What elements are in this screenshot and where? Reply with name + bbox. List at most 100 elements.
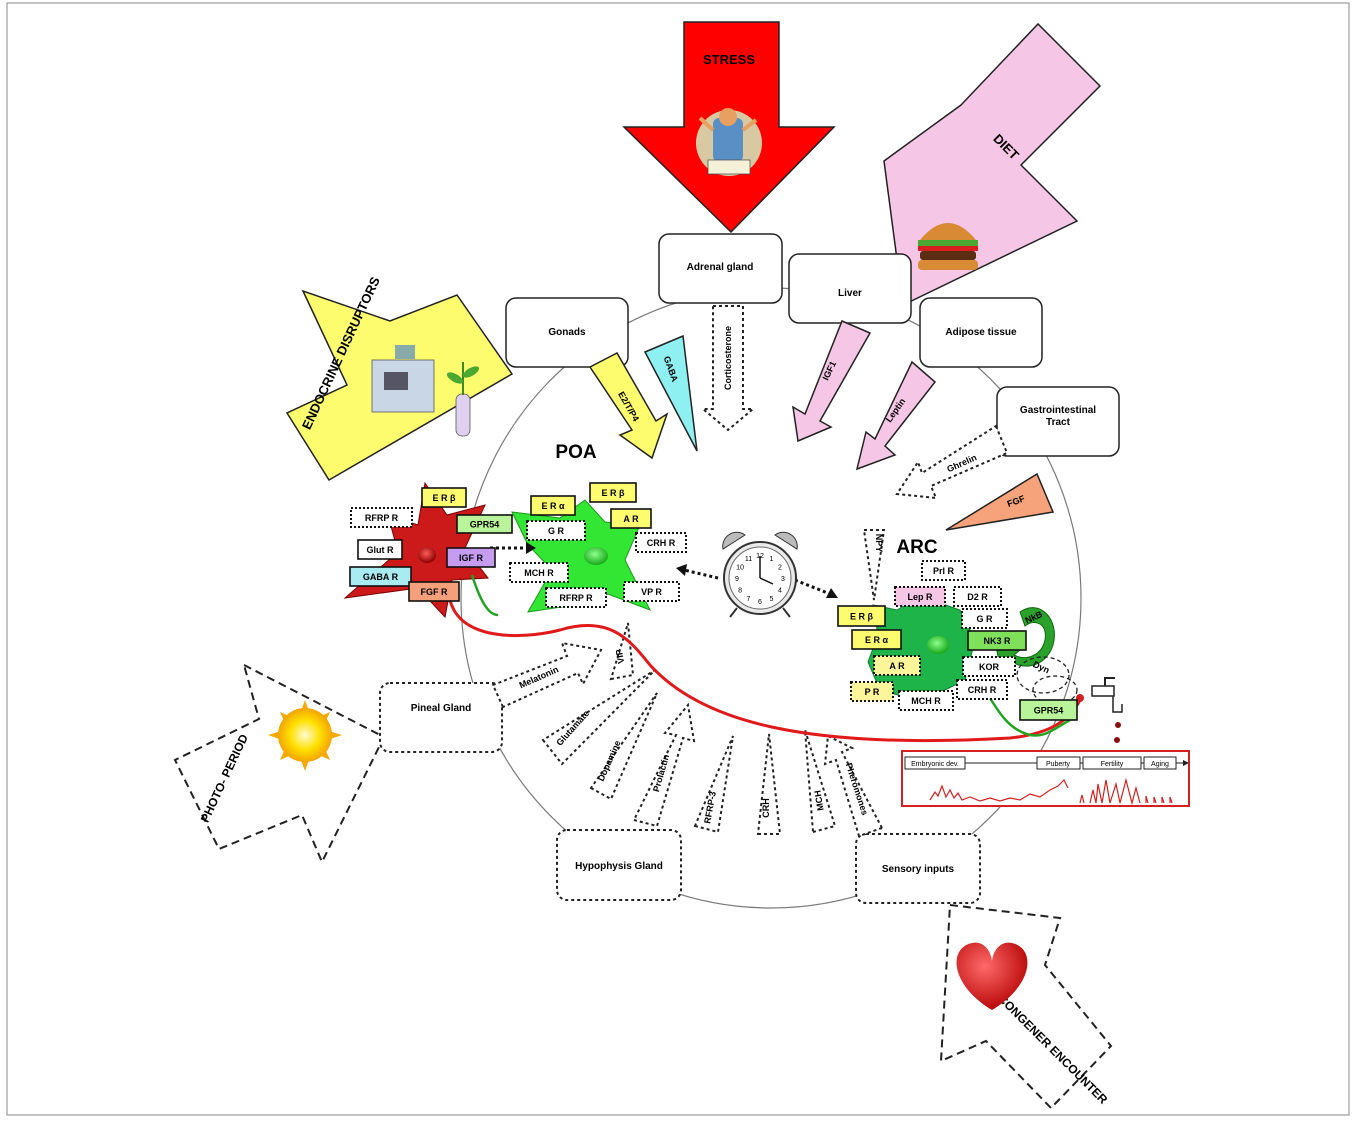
plant-in-flask-icon — [446, 362, 480, 437]
svg-text:Dyn: Dyn — [1031, 659, 1051, 675]
svg-text:Fertility: Fertility — [1101, 761, 1124, 768]
svg-text:Liver: Liver — [838, 288, 862, 299]
receptor-arc-receptors-lep-r: Lep R — [894, 586, 946, 607]
receptor-kiss-poa-receptors-er-alpha: E R α — [530, 495, 576, 516]
receptor-label: MCH R — [524, 568, 554, 578]
receptor-label: NK3 R — [983, 636, 1011, 646]
receptor-kiss-poa-receptors-er-beta-1: E R β — [421, 487, 467, 508]
receptor-label: E R α — [541, 501, 565, 511]
nkb-curved-arrow: NkB — [994, 607, 1055, 670]
receptor-arc-receptors-gr: G R — [961, 608, 1008, 629]
svg-text:Adrenal gland: Adrenal gland — [687, 262, 754, 273]
poa-nucleus — [584, 547, 608, 565]
clock-number: 8 — [738, 588, 742, 595]
glutamate-wedge: Glutamate — [541, 669, 656, 766]
timeline-puberty: Puberty — [1036, 756, 1081, 770]
timeline-embryonic: Embryonic dev. — [904, 756, 966, 770]
sun-icon — [268, 700, 342, 771]
timeline-aging: Aging — [1143, 756, 1177, 770]
congener-encounter-arrow: CONGENER ENCOUNTER — [939, 903, 1113, 1110]
receptor-label: GABA R — [363, 572, 399, 582]
organ-adrenal-gland: Adrenal gland — [658, 233, 783, 304]
stress-label: STRESS — [703, 52, 755, 67]
fgf-wedge: FGF — [945, 472, 1055, 531]
receptor-label: E R β — [850, 612, 874, 622]
receptor-label: IGF R — [459, 553, 483, 563]
receptor-label: CRH R — [647, 538, 676, 548]
receptor-label: E R β — [602, 488, 626, 498]
rfrp3-wedge: RFRP-3 — [693, 735, 734, 834]
receptor-arc-receptors-mch-r: MCH R — [898, 690, 954, 711]
receptor-gnrh-receptors-gaba-r: GABA R — [349, 566, 412, 587]
svg-text:MCH: MCH — [812, 790, 825, 812]
receptor-arc-receptors-kor: KOR — [962, 656, 1016, 677]
organ-gastrointestinal-tract: Gastrointestinal Tract — [996, 386, 1120, 457]
svg-text:NPY: NPY — [874, 534, 884, 553]
receptor-arc-receptors-pr: P R — [850, 681, 894, 702]
organ-liver: Liver — [788, 253, 912, 324]
crh-wedge: CRH — [756, 733, 782, 835]
receptor-arc-receptors-prl-r: Prl R — [921, 560, 966, 581]
faucet-icon — [1076, 677, 1123, 743]
clock-number: 7 — [747, 596, 751, 603]
svg-text:Puberty: Puberty — [1046, 761, 1071, 768]
receptor-kiss-poa-receptors-rfrp-r: RFRP R — [545, 587, 607, 608]
igf1-arrow: IGF1 — [792, 320, 872, 443]
receptor-label: E R α — [865, 635, 889, 645]
arc-label: ARC — [896, 537, 937, 558]
receptor-label: A R — [889, 661, 905, 671]
receptor-label: KOR — [979, 662, 1000, 672]
timeline-fertility: Fertility — [1082, 756, 1142, 770]
heart-icon — [956, 942, 1028, 1010]
svg-text:Hypophysis Gland: Hypophysis Gland — [575, 861, 663, 872]
receptor-kiss-poa-receptors-crh-r: CRH R — [635, 532, 687, 553]
receptor-gnrh-receptors-fgf-r: FGF R — [408, 581, 460, 602]
receptor-label: E R β — [433, 493, 457, 503]
receptor-arc-receptors-gpr54: GPR54 — [1019, 699, 1078, 721]
gnrh-green-dendrite — [470, 574, 499, 617]
gi-label-line2: Tract — [1046, 417, 1071, 428]
receptor-kiss-poa-receptors-gr: G R — [526, 520, 586, 541]
receptor-label: G R — [548, 526, 565, 536]
stressed-person-icon — [696, 108, 762, 176]
leptin-arrow: Leptin — [855, 360, 937, 471]
organ-sensory-inputs: Sensory inputs — [855, 833, 981, 904]
pheromones-arrow: Pheromones — [823, 734, 884, 838]
receptor-label: GPR54 — [470, 520, 500, 530]
receptor-arc-receptors-d2-r: D2 R — [953, 586, 1002, 607]
corticosterone-arrow: Corticosterone — [700, 305, 756, 432]
organ-pineal-gland: Pineal Gland — [379, 682, 503, 753]
receptor-kiss-poa-receptors-vp-r: VP R — [623, 581, 680, 602]
gaba-wedge: GABA — [643, 334, 698, 452]
receptor-kiss-poa-receptors-mch-r: MCH R — [509, 562, 569, 583]
receptor-arc-receptors-er-alpha: E R α — [851, 629, 902, 650]
gi-label-line1: Gastrointestinal — [1020, 405, 1096, 416]
npy-wedge: NPY — [862, 529, 886, 601]
dotted-arrow-clock-poa — [676, 564, 719, 580]
receptor-label: Glut R — [367, 545, 394, 555]
svg-text:Adipose tissue: Adipose tissue — [945, 327, 1017, 338]
hamburger-icon — [918, 223, 978, 270]
receptor-label: A R — [623, 514, 639, 524]
organ-adipose-tissue: Adipose tissue — [919, 297, 1043, 368]
dotted-arrow-poa-gnrh — [490, 542, 536, 554]
svg-text:Sensory inputs: Sensory inputs — [882, 864, 955, 875]
receptor-label: RFRP R — [559, 593, 593, 603]
alarm-clock-icon: 121234567891011 — [722, 531, 798, 618]
receptor-gnrh-receptors-glut-r: Glut R — [357, 539, 403, 560]
clock-number: 6 — [758, 599, 762, 606]
clock-number: 4 — [778, 588, 782, 595]
receptor-arc-receptors-crh-r: CRH R — [956, 679, 1008, 700]
svg-text:Pineal Gland: Pineal Gland — [411, 703, 472, 714]
receptor-label: D2 R — [967, 592, 988, 602]
svg-text:VIP: VIP — [614, 649, 626, 665]
stress-arrow: STRESS — [622, 21, 836, 234]
receptor-label: G R — [976, 614, 993, 624]
svg-text:Gonads: Gonads — [548, 327, 586, 338]
organ-hypophysis-gland: Hypophysis Gland — [556, 829, 682, 901]
organ-gonads: Gonads — [505, 297, 629, 368]
receptor-label: Lep R — [907, 592, 933, 602]
melatonin-arrow: Melatonin — [491, 641, 603, 709]
clock-number: 9 — [735, 576, 739, 583]
